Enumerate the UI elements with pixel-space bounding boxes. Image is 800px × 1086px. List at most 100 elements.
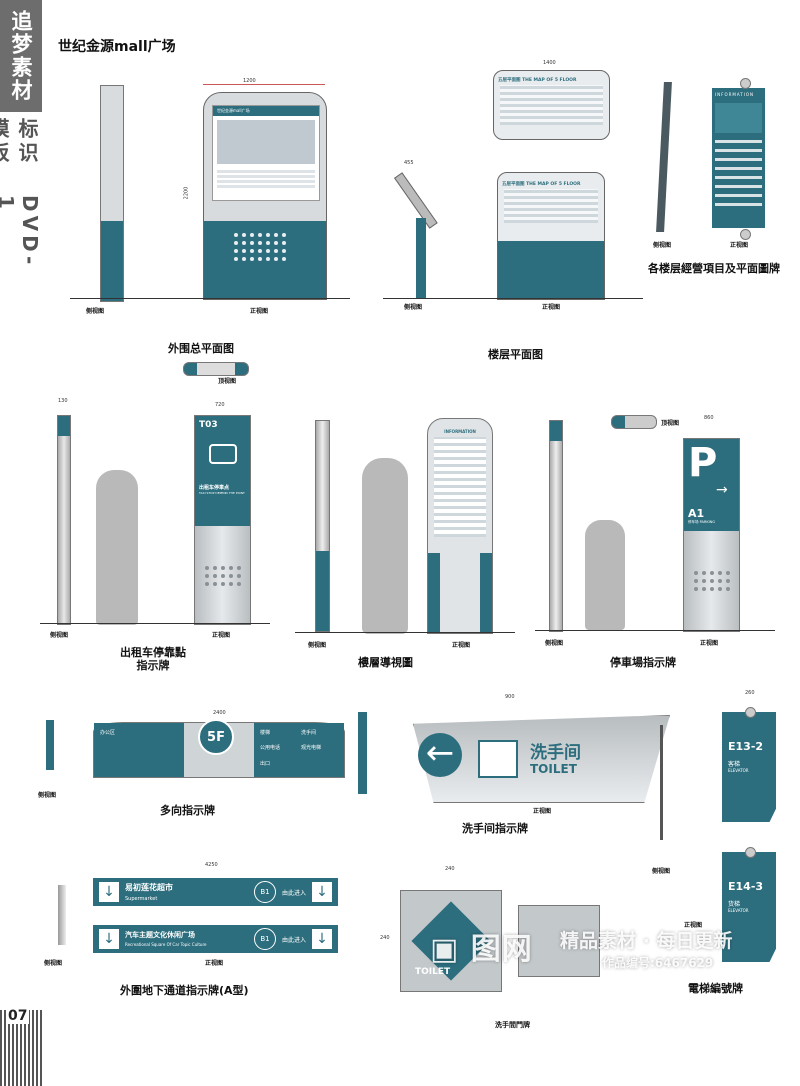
toilet-dim-900: 900 <box>505 694 515 700</box>
floor-guide-ground-line <box>295 632 515 633</box>
outdoor-map-top-view <box>183 362 249 376</box>
floor-plan-top-sign: 五层平面图 THE MAP OF 5 FLOOR <box>493 70 610 140</box>
parking-caption: 停車場指示牌 <box>610 656 676 669</box>
floor-plan-list-b <box>504 189 598 223</box>
floor-plan-list-a <box>500 85 603 125</box>
multi-direction-side-view <box>46 720 54 770</box>
arrow-down-icon-4: ↓ <box>312 929 332 949</box>
directory-list <box>715 136 762 206</box>
taxi-holes <box>205 566 250 586</box>
multi-direction-sign: 办公区 楼梯 洗手间 公用电话 观光电梯 出口 5F <box>93 719 345 778</box>
taxi-caption: 出租车停靠點指示牌 <box>120 646 186 672</box>
underpass-row2-badge: B1 <box>253 928 276 950</box>
parking-ground-line <box>535 630 775 631</box>
multi-item-4: 公用电话 <box>260 745 281 752</box>
parking-code: A1 <box>688 507 705 520</box>
floor-plan-side-post <box>416 218 426 298</box>
outdoor-map-side-view <box>100 85 124 302</box>
arrow-left-icon: ← <box>418 733 462 777</box>
floor-plan-dim-top: 1400 <box>543 60 556 66</box>
parking-side-label: 侧视图 <box>545 640 564 647</box>
multi-direction-caption: 多向指示牌 <box>160 804 215 817</box>
elevator-bolt-a <box>745 707 756 718</box>
floor-plan-base <box>498 241 604 299</box>
map-image <box>217 120 315 164</box>
elevator-dim-260: 260 <box>745 690 755 696</box>
floor-badge: 5F <box>198 719 234 755</box>
person-silhouette-3 <box>585 520 625 630</box>
parking-front-view: P → A1 停车场 PARKING <box>683 438 740 632</box>
underpass-row-2: ↓ 汽车主题文化休闲广场 Recreational Square Of Car … <box>93 925 338 953</box>
directory-side-view <box>656 82 672 232</box>
toilet-door-plate-2 <box>518 905 600 977</box>
arrow-down-icon-2: ↓ <box>312 882 332 902</box>
elevator-front-label: 正视图 <box>684 922 703 929</box>
dim-1200: 1200 <box>243 78 256 84</box>
underpass-row1-go: 由此进入 <box>281 889 306 897</box>
toilet-door-dim-h: 240 <box>380 935 390 941</box>
elevator-b-sign: E14-3 货梯 ELEVATOR <box>722 852 776 962</box>
toilet-door-label: TOILET <box>415 967 451 977</box>
multi-item-1: 办公区 <box>100 730 116 736</box>
elevator-a-code: E13-2 <box>728 740 764 753</box>
underpass-row1-en: Supermarket <box>125 896 158 902</box>
toilet-door-dim-w: 240 <box>445 866 455 872</box>
toilet-side-view <box>660 725 663 840</box>
parking-side-view <box>549 420 563 632</box>
taxi-name-en: TAXI STOP DEPEND THE POINT <box>199 491 245 495</box>
floor-guide-side-label: 侧视图 <box>308 642 327 649</box>
parking-top-view <box>611 415 657 429</box>
floor-guide-header: INFORMATION <box>444 429 476 434</box>
directory-header: INFORMATION <box>715 92 755 97</box>
dim-line-top <box>203 84 325 85</box>
watermark-logo: ▣ 图网 <box>430 932 533 967</box>
person-silhouette-2 <box>362 458 408 634</box>
toilet-hanging-caption: 洗手间指示牌 <box>462 822 528 835</box>
directory-front-label: 正视图 <box>730 242 749 249</box>
arrow-right-icon: → <box>716 482 728 498</box>
arrow-down-icon: ↓ <box>99 882 119 902</box>
taxi-ground-line <box>40 623 270 624</box>
taxi-name-cn: 出租车停車点 <box>199 485 230 491</box>
toilet-title-cn: 洗手间 <box>530 743 581 763</box>
parking-dim-860: 860 <box>704 415 714 421</box>
outdoor-map-top-label: 顶视图 <box>218 378 237 385</box>
outdoor-map-panel: 世纪金源mall广场 <box>212 105 320 201</box>
floor-guide-front-view: INFORMATION <box>427 418 493 634</box>
outdoor-map-holes <box>234 233 286 261</box>
person-silhouette-1 <box>96 470 138 625</box>
toilet-door-caption: 洗手間門牌 <box>495 1021 530 1029</box>
taxi-car-icon <box>208 444 237 464</box>
multi-item-3: 洗手间 <box>301 730 317 736</box>
parking-holes <box>694 571 739 591</box>
floor-plan-front-view: 五层平面图 THE MAP OF 5 FLOOR <box>497 172 605 300</box>
elevator-caption: 電梯編號牌 <box>688 982 743 995</box>
floor-plan-dim-455: 455 <box>404 160 414 166</box>
taxi-front-view: T03 出租车停車点 TAXI STOP DEPEND THE POINT <box>194 415 251 625</box>
outdoor-map-front-view: 世纪金源mall广场 <box>203 92 327 300</box>
parking-front-label: 正视图 <box>700 640 719 647</box>
map-legend <box>217 168 315 188</box>
directory-caption: 各楼层經營項目及平面圖牌 <box>648 262 780 275</box>
underpass-side-view <box>58 885 66 945</box>
underpass-row-1: ↓ 易初莲花超市 Supermarket B1 由此进入 ↓ <box>93 878 338 906</box>
toilet-people-icon <box>478 740 518 778</box>
floor-plan-caption: 楼层平面图 <box>488 348 543 361</box>
brand-sub-label: 标识模板 DVD-1 <box>0 118 42 268</box>
watermark: ▣ 图网 精品素材 · 每日更新 作品编号:6467629 <box>430 918 780 978</box>
toilet-title-en: TOILET <box>530 762 577 776</box>
elevator-b-name-en: ELEVATOR <box>728 908 749 913</box>
floor-plan-side-label: 侧视图 <box>404 304 423 311</box>
multi-direction-side-view-2 <box>358 712 367 794</box>
brand-dvd-text: DVD-1 <box>0 194 42 268</box>
directory-top-bolt <box>740 78 751 89</box>
taxi-side-view <box>57 415 71 625</box>
brand-strip <box>0 0 42 1086</box>
underpass-front-label: 正视图 <box>205 960 224 967</box>
parking-name: 停车场 PARKING <box>688 520 715 524</box>
floor-guide-side-view <box>315 420 330 632</box>
floor-plan-header-b: 五层平面图 THE MAP OF 5 FLOOR <box>502 182 581 187</box>
outdoor-map-panel-title: 世纪金源mall广场 <box>213 106 319 116</box>
taxi-side-label: 侧视图 <box>50 632 69 639</box>
parking-letter: P <box>688 440 718 486</box>
